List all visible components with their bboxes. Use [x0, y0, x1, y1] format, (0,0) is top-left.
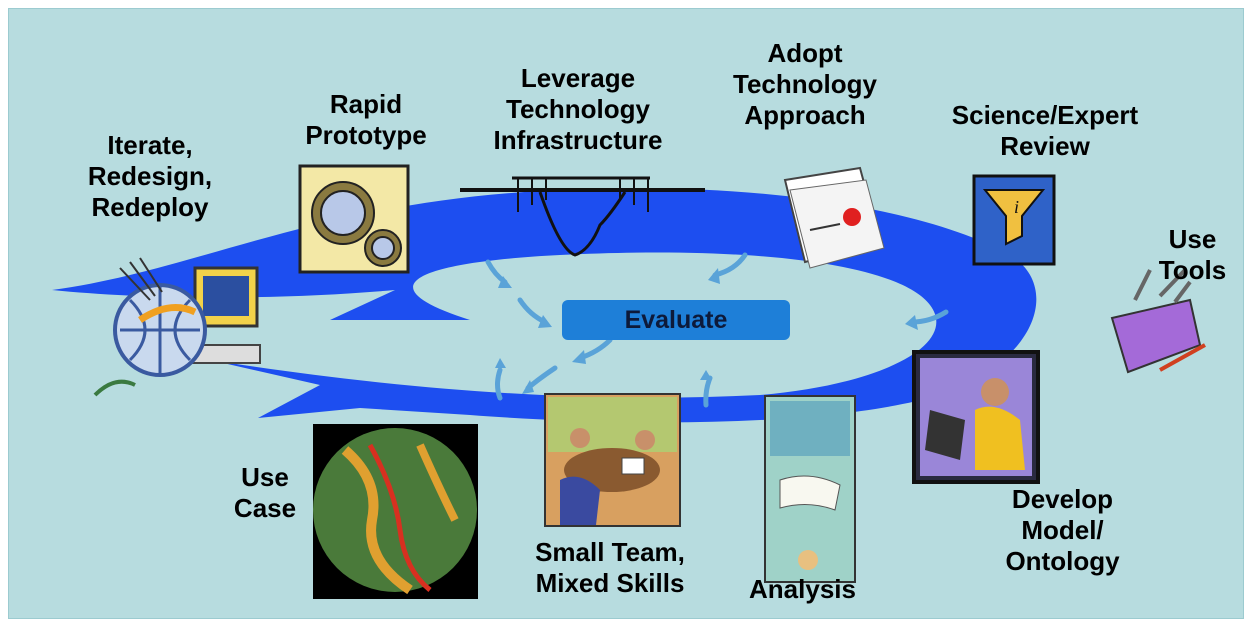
stage-line: Science/Expert	[951, 100, 1139, 130]
evaluate-box: Evaluate	[562, 300, 790, 340]
arrow-7	[495, 367, 503, 401]
stage-line: Case	[233, 493, 297, 523]
stage-label-adopt: Adopt Technology Approach	[715, 38, 895, 131]
stage-line: Approach	[744, 100, 866, 130]
stage-line: Develop	[1011, 484, 1114, 514]
earth-globe-icon	[313, 424, 478, 599]
stage-line: Redesign,	[87, 161, 213, 191]
stage-line: Mixed Skills	[535, 568, 685, 598]
stage-label-develop: Develop Model/ Ontology	[985, 484, 1140, 577]
gears-icon	[298, 164, 410, 274]
meeting-icon	[544, 393, 681, 527]
toolbox-icon	[1110, 268, 1206, 374]
funnel-icon: i	[972, 174, 1056, 266]
globe-computer-icon	[93, 257, 261, 397]
document-seal-icon	[783, 166, 885, 269]
stage-line: Leverage	[520, 63, 636, 93]
svg-text:i: i	[1014, 197, 1019, 217]
arrow-8	[703, 375, 713, 408]
stage-line: Adopt	[767, 38, 843, 68]
stage-line: Ontology	[1005, 546, 1120, 576]
stage-line: Prototype	[305, 120, 427, 150]
stage-line: Redeploy	[91, 192, 209, 222]
person-laptop-icon	[912, 350, 1040, 484]
stage-label-science: Science/Expert Review	[925, 100, 1165, 162]
stage-line: Technology	[506, 94, 650, 124]
stage-label-rapid: Rapid Prototype	[281, 89, 451, 151]
stage-line: Iterate,	[107, 130, 193, 160]
stage-label-iterate: Iterate, Redesign, Redeploy	[55, 130, 245, 223]
stage-line: Model/	[1021, 515, 1104, 545]
evaluate-arrowheads	[495, 268, 918, 394]
stage-line: Small Team,	[535, 537, 685, 567]
arrow-6	[525, 365, 558, 391]
stage-label-analysis: Analysis	[735, 574, 870, 605]
stage-line: Use	[241, 462, 289, 492]
stage-label-team: Small Team, Mixed Skills	[510, 537, 710, 599]
stage-label-tools: Use Tools	[1150, 224, 1235, 286]
stage-label-usecase: Use Case	[225, 462, 305, 524]
stage-line: Infrastructure	[493, 125, 663, 155]
bridge-icon	[460, 176, 705, 257]
analysis-collage-icon	[764, 395, 856, 583]
stage-line: Use	[1168, 224, 1217, 254]
stage-line: Technology	[733, 69, 877, 99]
evaluate-label: Evaluate	[624, 305, 728, 334]
stage-line: Rapid	[329, 89, 403, 119]
cycle-arrow	[52, 188, 1037, 423]
stage-line: Review	[1000, 131, 1090, 161]
stage-line: Analysis	[749, 574, 856, 604]
stage-line: Tools	[1158, 255, 1227, 285]
stage-label-leverage: Leverage Technology Infrastructure	[468, 63, 688, 156]
